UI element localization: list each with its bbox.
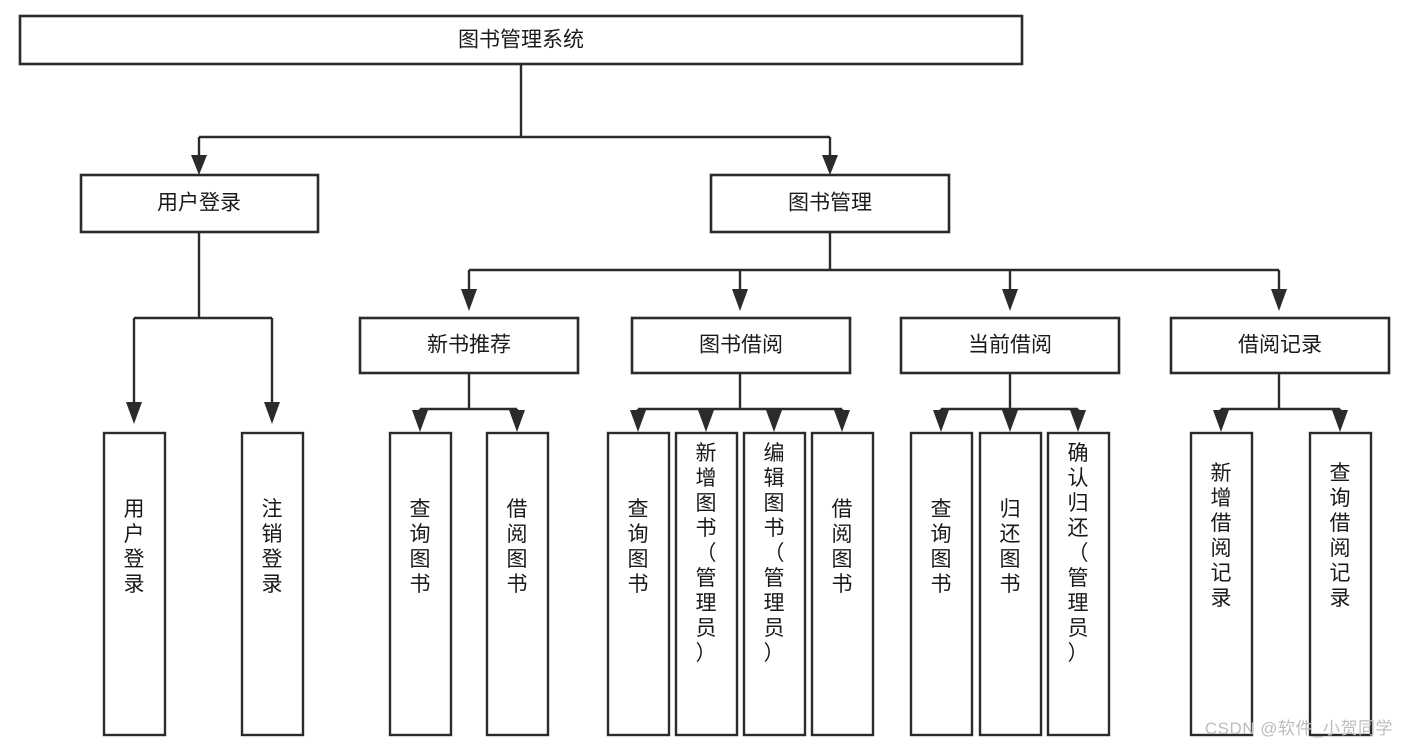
arrowhead-leaf-logout <box>264 402 280 424</box>
arrowhead-leaf-confirm-return <box>1070 410 1086 432</box>
arrowhead-leaf-add-record <box>1213 410 1229 432</box>
node-user-login[interactable]: 用户登录 <box>79 173 320 234</box>
arrowhead-book-borrow <box>732 289 748 311</box>
node-leaf-add-record[interactable]: 新增借阅记录 <box>1189 431 1254 737</box>
node-leaf-query-record[interactable]: 查询借阅记录 <box>1308 431 1373 737</box>
arrowhead-new-book-recommend <box>461 289 477 311</box>
node-leaf-query-book-2-label: 查询图书 <box>628 498 649 596</box>
node-leaf-edit-book-label: 编辑图书（管理员） <box>764 442 785 665</box>
node-leaf-edit-book[interactable]: 编辑图书（管理员） <box>742 431 807 737</box>
node-user-login-label: 用户登录 <box>157 192 241 215</box>
node-leaf-borrow-book-2[interactable]: 借阅图书 <box>810 431 875 737</box>
node-current-borrow[interactable]: 当前借阅 <box>899 316 1121 375</box>
node-book-borrow[interactable]: 图书借阅 <box>630 316 852 375</box>
node-leaf-add-book-label: 新增图书（管理员） <box>696 442 717 665</box>
node-leaf-confirm-return[interactable]: 确认归还（管理员） <box>1046 431 1111 737</box>
connector-layer <box>126 64 1348 432</box>
arrowhead-borrow-record <box>1271 289 1287 311</box>
node-current-borrow-label: 当前借阅 <box>968 334 1052 357</box>
node-leaf-query-book-3[interactable]: 查询图书 <box>909 431 974 737</box>
node-root[interactable]: 图书管理系统 <box>18 14 1024 66</box>
arrowhead-leaf-query-book-1 <box>412 410 428 432</box>
node-leaf-query-book-2[interactable]: 查询图书 <box>606 431 671 737</box>
node-leaf-query-book-1[interactable]: 查询图书 <box>388 431 453 737</box>
arrowhead-leaf-query-book-2 <box>630 410 646 432</box>
node-leaf-borrow-book-2-label: 借阅图书 <box>832 498 853 596</box>
node-leaf-borrow-book-1[interactable]: 借阅图书 <box>485 431 550 737</box>
node-root-label: 图书管理系统 <box>458 29 584 52</box>
node-book-borrow-label: 图书借阅 <box>699 334 783 357</box>
arrowhead-current-borrow <box>1002 289 1018 311</box>
node-leaf-logout-label: 注销登录 <box>262 498 283 596</box>
node-book-manage[interactable]: 图书管理 <box>709 173 951 234</box>
node-leaf-query-book-3-label: 查询图书 <box>931 498 952 596</box>
arrowhead-leaf-edit-book <box>766 410 782 432</box>
node-leaf-query-book-1-label: 查询图书 <box>410 498 431 596</box>
node-borrow-record-label: 借阅记录 <box>1238 334 1322 357</box>
arrowhead-leaf-borrow-book-2 <box>834 410 850 432</box>
node-borrow-record[interactable]: 借阅记录 <box>1169 316 1391 375</box>
node-leaf-add-record-label: 新增借阅记录 <box>1211 462 1232 610</box>
node-new-book-recommend-label: 新书推荐 <box>427 334 511 357</box>
arrowhead-user-login <box>191 155 207 175</box>
node-leaf-user-login[interactable]: 用户登录 <box>102 431 167 737</box>
arrowhead-leaf-return-book <box>1002 410 1018 432</box>
arrowhead-leaf-add-book <box>698 410 714 432</box>
arrowhead-leaf-query-book-3 <box>933 410 949 432</box>
arrowhead-book-manage <box>822 155 838 175</box>
arrowhead-leaf-query-record <box>1332 410 1348 432</box>
node-new-book-recommend[interactable]: 新书推荐 <box>358 316 580 375</box>
node-leaf-user-login-label: 用户登录 <box>124 498 145 596</box>
node-leaf-add-book[interactable]: 新增图书（管理员） <box>674 431 739 737</box>
arrowhead-leaf-borrow-book-1 <box>509 410 525 432</box>
node-leaf-confirm-return-label: 确认归还（管理员） <box>1068 442 1089 665</box>
node-leaf-return-book[interactable]: 归还图书 <box>978 431 1043 737</box>
arrowhead-leaf-user-login <box>126 402 142 424</box>
node-leaf-return-book-label: 归还图书 <box>1000 498 1021 596</box>
node-leaf-query-record-label: 查询借阅记录 <box>1330 462 1351 610</box>
node-leaf-borrow-book-1-label: 借阅图书 <box>507 498 528 596</box>
node-book-manage-label: 图书管理 <box>788 192 872 215</box>
node-leaf-logout[interactable]: 注销登录 <box>240 431 305 737</box>
